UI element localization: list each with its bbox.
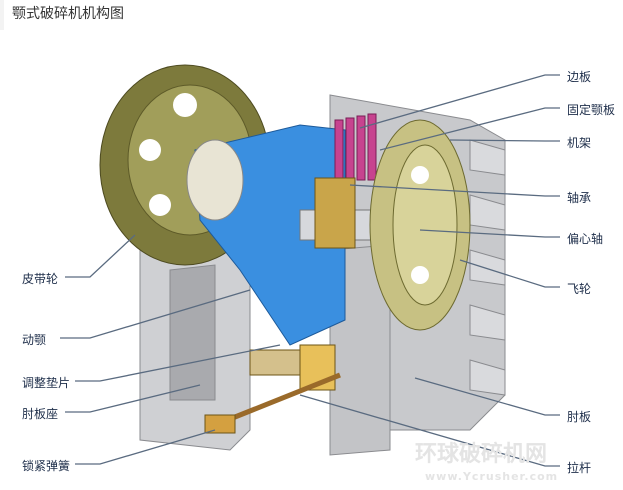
fixed-jaw-plate (334, 113, 377, 181)
label-fixed-jaw-plate: 固定颚板 (567, 103, 616, 117)
watermark-name: 环球破碎机网 (415, 442, 548, 467)
watermark-url: www.Ycrusher.com (425, 470, 559, 483)
flywheel (369, 119, 471, 331)
label-side-plate: 边板 (567, 70, 592, 84)
label-eccentric-shaft: 偏心轴 (567, 232, 604, 246)
label-toggle-seat: 肘板座 (22, 407, 59, 421)
label-toggle-plate: 肘板 (567, 410, 592, 424)
label-frame: 机架 (567, 136, 592, 150)
bearing (314, 177, 356, 249)
locking-spring (204, 414, 236, 434)
label-pulley: 皮带轮 (22, 272, 59, 286)
title-bar-accent (0, 0, 4, 30)
frame-ribs (469, 139, 506, 396)
label-moving-jaw: 动颚 (22, 333, 47, 347)
tension-rod (214, 372, 341, 428)
label-bearing: 轴承 (567, 191, 592, 205)
label-adjusting-shim: 调整垫片 (22, 376, 71, 390)
diagram-title: 颚式破碎机机构图 (12, 6, 124, 22)
label-locking-spring: 锁紧弹簧 (22, 459, 71, 473)
label-flywheel: 飞轮 (567, 282, 592, 296)
leader-lines (60, 74, 560, 467)
label-tension-rod: 拉杆 (567, 461, 592, 475)
